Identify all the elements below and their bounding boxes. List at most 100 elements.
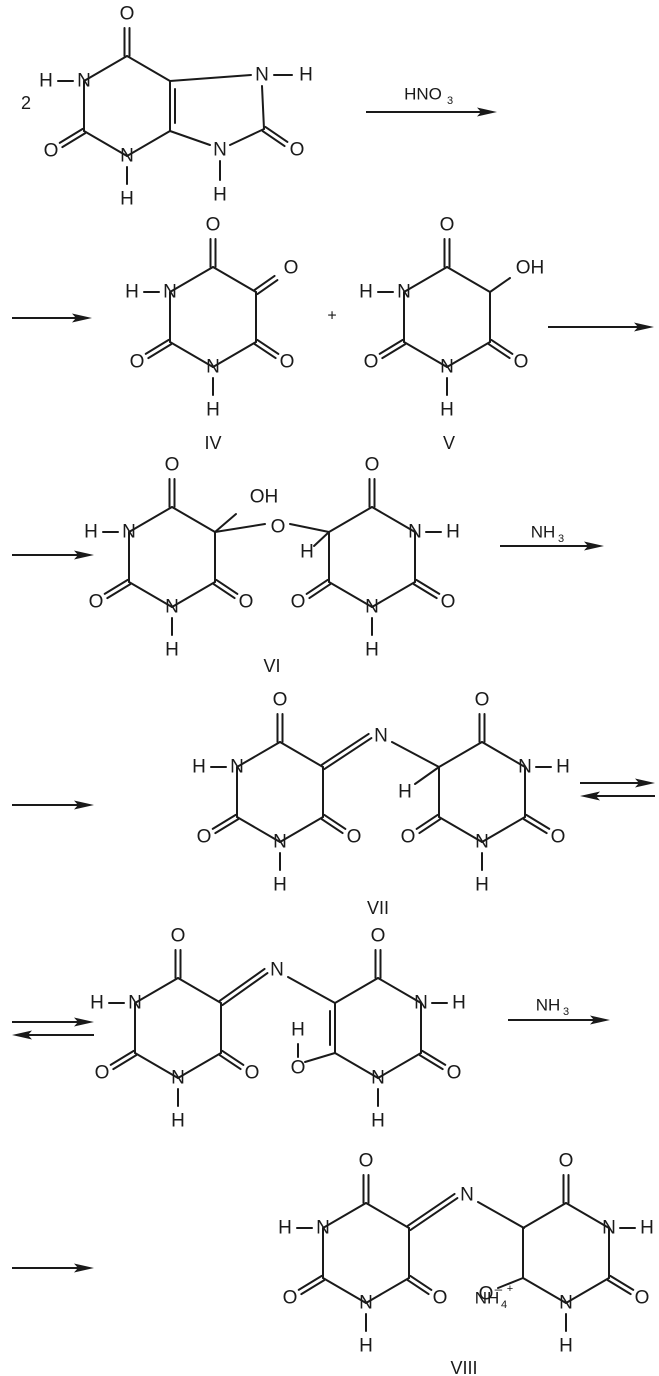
ether-oxygen: O bbox=[271, 517, 286, 538]
single-bond bbox=[212, 341, 257, 368]
double-bond bbox=[525, 813, 551, 830]
double-bond bbox=[412, 583, 438, 600]
double-bond bbox=[61, 132, 87, 149]
carbonyl-oxygen: O bbox=[475, 690, 490, 711]
double-bond bbox=[609, 1274, 635, 1291]
reaction-arrow bbox=[500, 541, 604, 551]
double-bond bbox=[103, 578, 129, 595]
carbonyl-oxygen: O bbox=[283, 1288, 298, 1309]
arrow-head bbox=[74, 800, 94, 810]
oxide-anion: O⁻ bbox=[479, 1284, 504, 1305]
compound-label-vi: VI bbox=[263, 656, 280, 676]
single-bond bbox=[322, 1202, 367, 1229]
single-bond bbox=[134, 977, 179, 1004]
carbonyl-oxygen: O bbox=[245, 1063, 260, 1084]
ammonium-base: NH bbox=[475, 1289, 500, 1308]
single-bond bbox=[83, 55, 128, 82]
reagent-base: HNO bbox=[404, 85, 442, 104]
arrow-head bbox=[477, 107, 497, 117]
reaction-arrow bbox=[548, 322, 654, 332]
reaction-arrow bbox=[366, 107, 497, 117]
bond-layer bbox=[57, 27, 636, 1332]
reaction-arrow bbox=[12, 313, 92, 323]
single-bond bbox=[261, 85, 265, 130]
carbonyl-oxygen: O bbox=[365, 455, 380, 476]
double-bond bbox=[221, 1049, 245, 1066]
single-bond bbox=[328, 506, 373, 533]
hydrogen-atom: H bbox=[556, 757, 570, 778]
ring-nitrogen: N bbox=[518, 757, 532, 778]
double-bond bbox=[253, 274, 276, 291]
carbonyl-oxygen: O bbox=[514, 352, 529, 373]
hydrogen-atom: H bbox=[120, 189, 134, 210]
single-bond bbox=[403, 266, 448, 293]
double-bond bbox=[406, 1279, 430, 1296]
single-bond bbox=[481, 741, 526, 768]
hydrogen-atom: H bbox=[300, 542, 314, 563]
hydrogen-atom: H bbox=[206, 400, 220, 421]
reagent-subscript: 3 bbox=[558, 533, 564, 545]
equilibrium-arrow-backward bbox=[580, 791, 655, 801]
double-bond bbox=[218, 1054, 242, 1071]
double-bond bbox=[421, 1049, 447, 1066]
hydrogen-atom: H bbox=[299, 65, 313, 86]
single-bond bbox=[171, 581, 216, 608]
double-bond bbox=[253, 343, 277, 360]
carbonyl-oxygen: O bbox=[130, 352, 145, 373]
carbonyl-oxygen: O bbox=[280, 352, 295, 373]
single-bond bbox=[322, 1277, 367, 1304]
reagent-hno3: HNO 3 bbox=[404, 85, 453, 108]
double-bond bbox=[487, 343, 511, 360]
single-bond bbox=[134, 1052, 179, 1079]
reagent-nh3-first: NH 3 bbox=[531, 523, 564, 546]
ring-nitrogen: N bbox=[230, 757, 244, 778]
carbonyl-oxygen: O bbox=[197, 827, 212, 848]
ring-nitrogen: N bbox=[77, 71, 91, 92]
single-bond bbox=[289, 523, 330, 533]
double-bond bbox=[418, 818, 442, 835]
double-bond bbox=[112, 1054, 138, 1071]
carbonyl-oxygen: O bbox=[401, 827, 416, 848]
double-bond bbox=[323, 813, 347, 830]
carbonyl-oxygen: O bbox=[165, 455, 180, 476]
ring-nitrogen: N bbox=[475, 832, 489, 853]
ring-nitrogen: N bbox=[122, 522, 136, 543]
arrow-head bbox=[635, 778, 655, 788]
single-bond bbox=[477, 1201, 525, 1229]
hydrogen-atom: H bbox=[559, 1336, 573, 1357]
single-bond bbox=[438, 741, 483, 768]
enol-oxygen: O bbox=[291, 1058, 306, 1079]
double-bond bbox=[378, 338, 404, 355]
carbonyl-oxygen: O bbox=[273, 690, 288, 711]
double-bond bbox=[300, 1279, 326, 1296]
single-bond bbox=[371, 506, 416, 533]
compound-label-vii: VII bbox=[367, 898, 389, 918]
ring-nitrogen: N bbox=[255, 65, 269, 86]
double-bond bbox=[106, 583, 132, 600]
imine-nitrogen: N bbox=[270, 960, 284, 981]
single-bond bbox=[522, 1202, 567, 1229]
reaction-arrow bbox=[12, 550, 94, 560]
hydrogen-atom: H bbox=[165, 640, 179, 661]
double-bond bbox=[109, 1049, 135, 1066]
single-bond bbox=[214, 523, 266, 533]
arrow-layer bbox=[12, 107, 655, 1273]
double-bond bbox=[522, 818, 548, 835]
hydrogen-atom: H bbox=[452, 993, 466, 1014]
ammonium-charge: + bbox=[507, 1283, 513, 1295]
single-bond bbox=[438, 816, 483, 843]
reaction-arrow bbox=[12, 1263, 94, 1273]
double-bond bbox=[297, 1274, 323, 1291]
hydrogen-atom: H bbox=[125, 282, 139, 303]
ring-nitrogen: N bbox=[371, 1068, 385, 1089]
single-bond bbox=[214, 513, 237, 533]
hydrogen-atom: H bbox=[371, 1111, 385, 1132]
single-bond bbox=[403, 341, 448, 368]
single-bond bbox=[236, 741, 281, 768]
double-bond bbox=[215, 578, 239, 595]
reagent-subscript: 3 bbox=[447, 95, 453, 107]
double-bond bbox=[418, 1054, 444, 1071]
hydrogen-atom: H bbox=[359, 1336, 373, 1357]
carbonyl-oxygen: O bbox=[290, 140, 305, 161]
